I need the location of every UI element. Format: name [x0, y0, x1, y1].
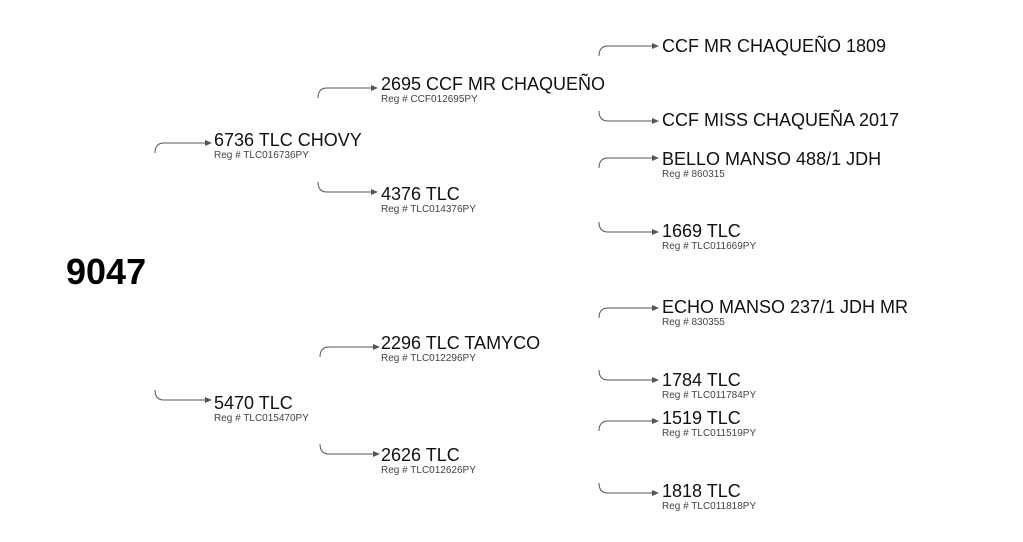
connector-sire	[154, 140, 212, 154]
node-ss-sire[interactable]: CCF MR CHAQUEÑO 1809	[662, 37, 886, 56]
connector-dam-dam	[319, 443, 380, 457]
node-name: ECHO MANSO 237/1 JDH MR	[662, 297, 909, 317]
node-name: 6736 TLC CHOVY	[214, 130, 362, 150]
node-ss-dam[interactable]: CCF MISS CHAQUEÑA 2017	[662, 111, 899, 130]
node-name: BELLO MANSO 488/1 JDH	[662, 149, 882, 169]
node-dd-sire[interactable]: 1519 TLC Reg # TLC011519PY	[662, 408, 757, 440]
node-sd-dam[interactable]: 1669 TLC Reg # TLC011669PY	[662, 221, 757, 253]
node-reg: Reg # 830355	[662, 317, 725, 328]
node-reg: Reg # TLC012296PY	[381, 353, 476, 364]
connector-dd-dam	[598, 482, 659, 496]
node-name: 1818 TLC	[662, 481, 741, 501]
node-name: 1519 TLC	[662, 408, 741, 428]
connector-ss-dam	[598, 110, 659, 124]
connector-dd-sire	[598, 418, 659, 432]
node-name: 2695 CCF MR CHAQUEÑO	[381, 74, 606, 94]
node-reg: Reg # TLC016736PY	[214, 150, 309, 161]
node-sire-dam[interactable]: 4376 TLC Reg # TLC014376PY	[381, 184, 476, 216]
node-reg: Reg # TLC011784PY	[662, 390, 757, 401]
subject-animal-id: 9047	[66, 251, 147, 292]
node-sire[interactable]: 6736 TLC CHOVY Reg # TLC016736PY	[214, 130, 362, 162]
node-name: 4376 TLC	[381, 184, 460, 204]
node-reg: Reg # TLC011818PY	[662, 501, 757, 512]
connector-sd-sire	[598, 155, 659, 169]
node-reg: Reg # TLC015470PY	[214, 413, 309, 424]
connector-ds-dam	[598, 369, 659, 383]
node-ds-dam[interactable]: 1784 TLC Reg # TLC011784PY	[662, 370, 757, 402]
node-reg: Reg # TLC011519PY	[662, 428, 757, 439]
node-name: 1669 TLC	[662, 221, 741, 241]
node-reg: Reg # TLC014376PY	[381, 204, 476, 215]
node-reg: Reg # CCF012695PY	[381, 94, 478, 105]
connector-sire-dam	[317, 181, 378, 195]
node-reg: Reg # 860315	[662, 169, 725, 180]
node-dd-dam[interactable]: 1818 TLC Reg # TLC011818PY	[662, 481, 757, 513]
connector-ds-sire	[598, 305, 659, 319]
connector-dam	[154, 389, 212, 403]
node-sire-sire[interactable]: 2695 CCF MR CHAQUEÑO Reg # CCF012695PY	[381, 74, 606, 106]
node-dam[interactable]: 5470 TLC Reg # TLC015470PY	[214, 393, 309, 425]
connector-sd-dam	[598, 221, 659, 235]
node-name: CCF MISS CHAQUEÑA 2017	[662, 110, 900, 130]
connector-sire-sire	[317, 85, 378, 99]
node-sd-sire[interactable]: BELLO MANSO 488/1 JDH Reg # 860315	[662, 149, 882, 181]
node-name: 1784 TLC	[662, 370, 741, 390]
node-reg: Reg # TLC011669PY	[662, 241, 757, 252]
node-name: 2296 TLC TAMYCO	[381, 333, 541, 353]
node-dam-sire[interactable]: 2296 TLC TAMYCO Reg # TLC012296PY	[381, 333, 541, 365]
node-ds-sire[interactable]: ECHO MANSO 237/1 JDH MR Reg # 830355	[662, 297, 909, 329]
node-name: 5470 TLC	[214, 393, 293, 413]
node-name: 2626 TLC	[381, 445, 460, 465]
connector-dam-sire	[319, 344, 380, 358]
node-name: CCF MR CHAQUEÑO 1809	[662, 36, 887, 56]
connector-ss-sire	[598, 43, 659, 57]
node-reg: Reg # TLC012626PY	[381, 465, 476, 476]
node-dam-dam[interactable]: 2626 TLC Reg # TLC012626PY	[381, 445, 476, 477]
